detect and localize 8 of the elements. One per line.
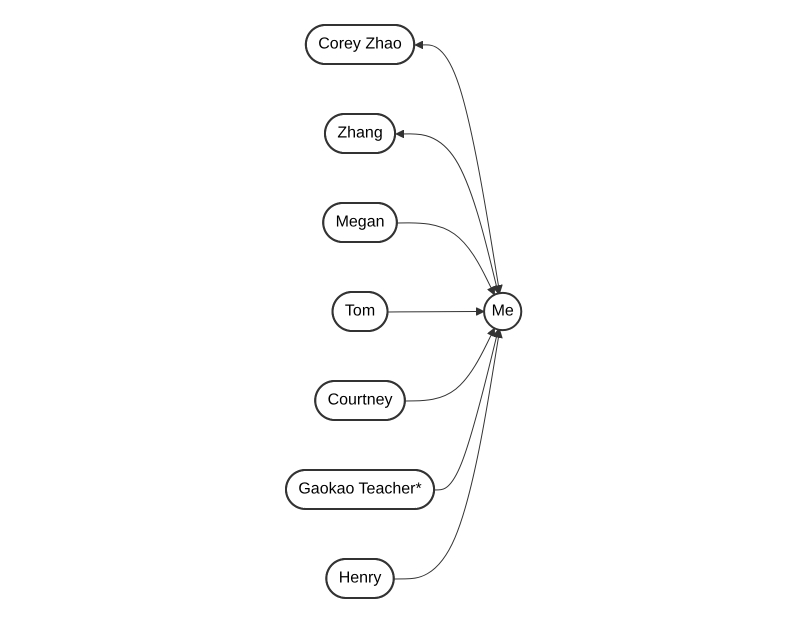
arrow [394, 329, 504, 580]
arrow [396, 130, 501, 294]
arrow [415, 40, 504, 294]
node-circle: Me [483, 292, 523, 332]
arrow [405, 328, 496, 402]
arrow [397, 222, 496, 296]
arrow [388, 307, 485, 316]
arrow [434, 329, 501, 490]
